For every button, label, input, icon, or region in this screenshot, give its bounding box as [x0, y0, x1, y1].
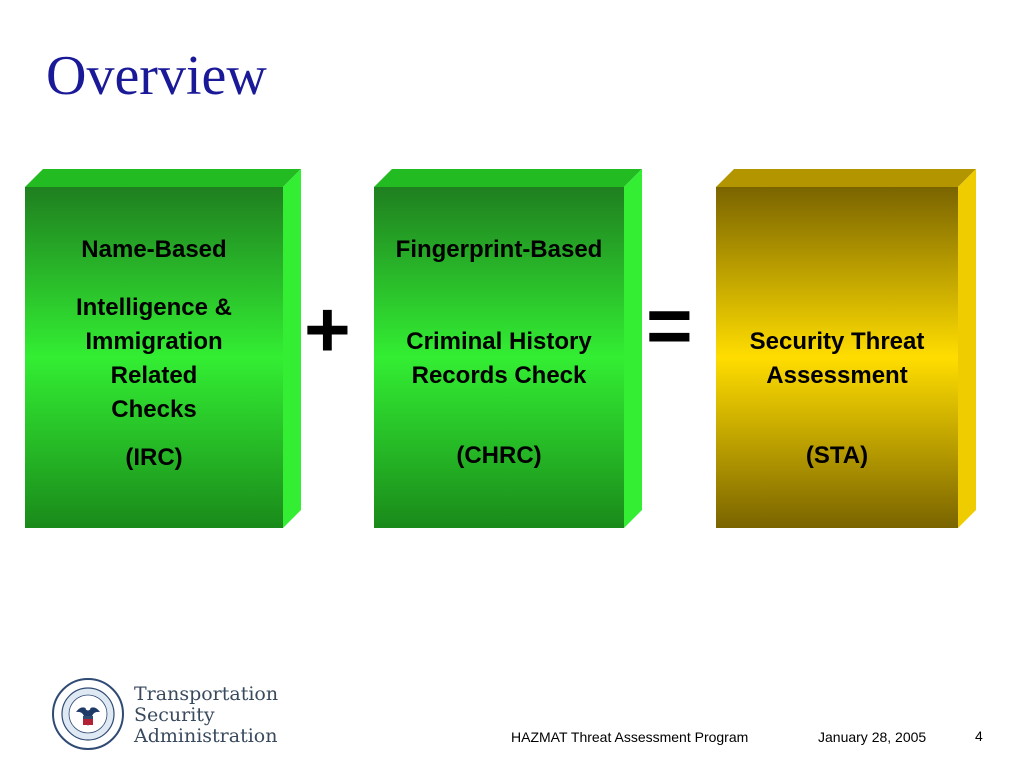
equals-sign: = — [646, 281, 693, 370]
irc-line-3: Related — [110, 362, 198, 389]
tsa-logo-line-2: Security — [134, 704, 215, 726]
chrc-box-text: Fingerprint-Based Criminal History Recor… — [374, 185, 624, 473]
chrc-line-1: Criminal History — [406, 328, 592, 355]
sta-box: Security Threat Assessment (STA) — [716, 169, 976, 529]
sta-box-shape — [716, 169, 976, 528]
tsa-logo-line-3: Administration — [134, 725, 278, 747]
chrc-line-2: Records Check — [411, 362, 587, 389]
plus-sign: + — [304, 285, 351, 374]
page-number: 4 — [975, 728, 983, 744]
tsa-logo-line-1: Transportation — [134, 683, 279, 705]
dhs-seal-icon — [52, 678, 124, 750]
footer-program: HAZMAT Threat Assessment Program — [511, 729, 749, 745]
chrc-box-shape — [374, 169, 642, 528]
irc-abbr: (IRC) — [125, 444, 183, 471]
irc-box-text: Name-Based Intelligence & Immigration Re… — [25, 185, 283, 475]
chrc-heading: Fingerprint-Based — [395, 236, 603, 263]
sta-box-text: Security Threat Assessment (STA) — [716, 185, 958, 473]
chrc-abbr: (CHRC) — [456, 442, 542, 469]
chrc-box: Fingerprint-Based Criminal History Recor… — [374, 169, 642, 529]
irc-line-1: Intelligence & — [75, 294, 233, 321]
irc-heading: Name-Based — [81, 236, 227, 263]
irc-line-4: Checks — [111, 396, 197, 423]
footer-date: January 28, 2005 — [818, 729, 927, 745]
irc-box: Name-Based Intelligence & Immigration Re… — [25, 169, 301, 529]
irc-box-shape — [25, 169, 301, 528]
sta-line-2: Assessment — [766, 362, 908, 389]
sta-line-1: Security Threat — [749, 328, 925, 355]
sta-abbr: (STA) — [805, 442, 869, 469]
tsa-logo-text: Transportation Security Administration — [134, 684, 278, 747]
slide-title: Overview — [46, 45, 267, 107]
irc-line-2: Immigration — [85, 328, 223, 355]
